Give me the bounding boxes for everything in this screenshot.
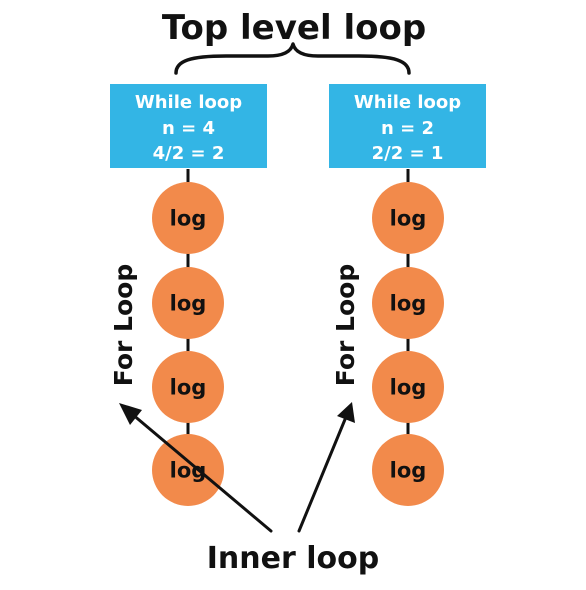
left-box-line-1: While loop xyxy=(135,92,242,113)
left-box-line-3: 4/2 = 2 xyxy=(153,143,225,164)
left-log-node-4: log xyxy=(152,434,224,506)
left-arrowhead-icon xyxy=(119,403,142,425)
right-log-node-2: log xyxy=(372,267,444,339)
left-log-node-1: log xyxy=(152,182,224,254)
inner-loop-label: Inner loop xyxy=(207,541,379,576)
right-log-node-4: log xyxy=(372,434,444,506)
right-for-loop-label: For Loop xyxy=(331,264,360,386)
right-inner-loop-arrow xyxy=(297,415,348,533)
left-inner-loop-arrow xyxy=(130,412,273,533)
right-box-line-2: n = 2 xyxy=(381,118,434,139)
left-log-node-2: log xyxy=(152,267,224,339)
right-arrowhead-icon xyxy=(337,402,355,423)
right-box-line-1: While loop xyxy=(354,92,461,113)
right-log-node-1: log xyxy=(372,182,444,254)
left-log-node-3: log xyxy=(152,351,224,423)
right-log-node-3-label: log xyxy=(390,376,427,400)
left-column: While loop n = 4 4/2 = 2 log log log log… xyxy=(109,84,267,506)
left-for-loop-label: For Loop xyxy=(109,264,138,386)
right-log-node-2-label: log xyxy=(390,292,427,316)
left-log-node-3-label: log xyxy=(170,376,207,400)
left-box-line-2: n = 4 xyxy=(162,118,215,139)
diagram-title: Top level loop xyxy=(162,8,426,48)
left-while-box xyxy=(110,84,267,168)
top-level-brace xyxy=(174,42,411,75)
right-box-line-3: 2/2 = 1 xyxy=(372,143,444,164)
right-log-node-4-label: log xyxy=(390,459,427,483)
inner-loop-arrows xyxy=(119,402,355,533)
right-log-node-1-label: log xyxy=(390,207,427,231)
right-column: While loop n = 2 2/2 = 1 log log log log… xyxy=(329,84,486,506)
left-log-node-1-label: log xyxy=(170,207,207,231)
left-log-node-2-label: log xyxy=(170,292,207,316)
right-while-box xyxy=(329,84,486,168)
right-log-node-3: log xyxy=(372,351,444,423)
